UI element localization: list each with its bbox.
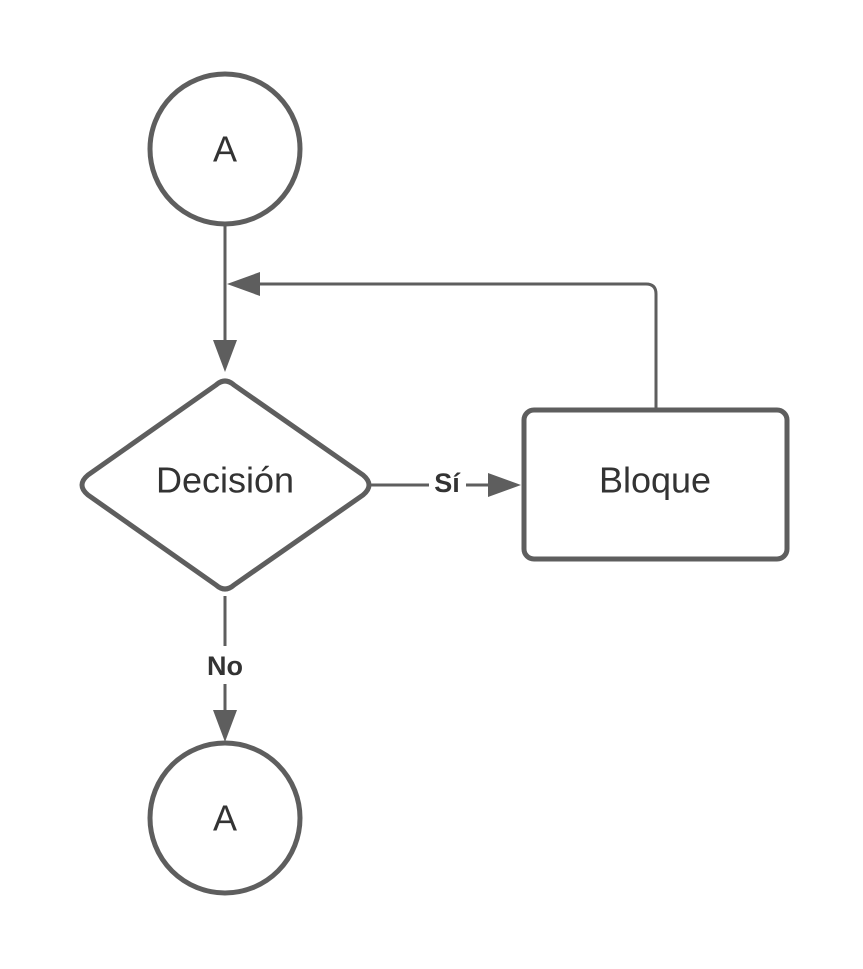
block-node: Bloque [521, 407, 790, 562]
decision-node: Decisión [79, 378, 372, 592]
arrowhead-down-icon [213, 710, 237, 742]
connector-bottom-label: A [213, 798, 237, 839]
arrowhead-down-icon [213, 340, 237, 372]
decision-label: Decisión [156, 460, 294, 501]
arrowhead-right-icon [488, 473, 521, 497]
edge-block-loop-back [227, 272, 658, 410]
connector-top: A [147, 71, 303, 227]
edge-decision-to-bottom: No [199, 596, 251, 742]
edge-label-yes: Sí [434, 468, 461, 498]
edge-label-no: No [207, 651, 243, 681]
arrowhead-left-icon [227, 272, 260, 296]
edge-top-to-decision [213, 226, 237, 372]
connector-bottom: A [147, 740, 303, 896]
connector-top-label: A [213, 129, 237, 170]
block-label: Bloque [599, 460, 711, 501]
edge-decision-to-block: Sí [370, 465, 521, 501]
